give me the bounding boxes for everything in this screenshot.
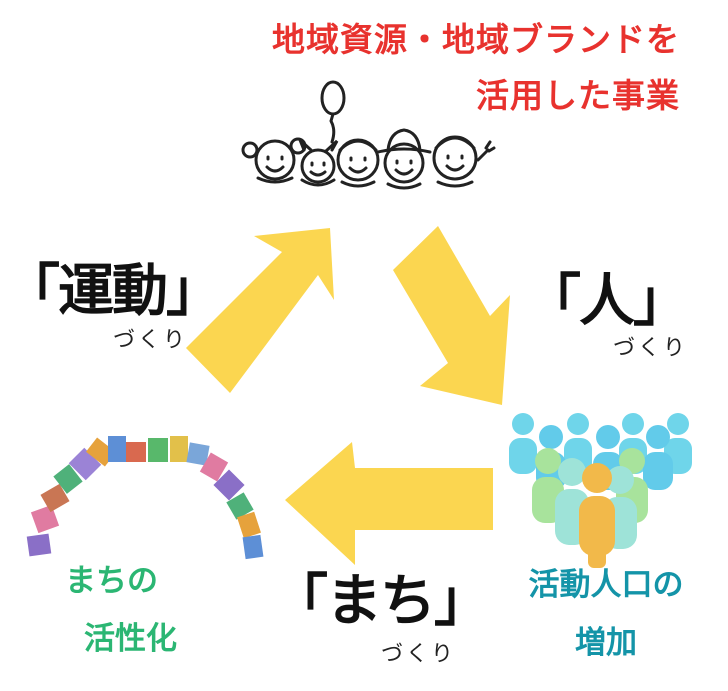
outcome-left-line-1: まちの xyxy=(65,563,158,599)
undo-sub-label: づくり xyxy=(113,328,189,353)
children-illustration xyxy=(241,80,496,190)
arrow-down-right xyxy=(393,226,510,405)
undo-label: 「運動」 xyxy=(4,259,222,324)
arrow-left xyxy=(285,442,493,565)
outcome-right-line-2: 増加 xyxy=(575,625,637,661)
hito-label: 「人」 xyxy=(525,269,689,334)
townscape-arc-icon xyxy=(26,436,264,560)
outcome-right-line-1: 活動人口の xyxy=(528,567,684,603)
machi-label: 「まち」 xyxy=(272,569,490,634)
outcome-left-line-2: 活性化 xyxy=(84,621,177,657)
hito-sub-label: づくり xyxy=(613,336,689,361)
arrow-up-right xyxy=(186,228,334,393)
title-line-1: 地域資源・地域ブランドを xyxy=(272,20,680,59)
people-crowd-icon xyxy=(509,413,692,568)
title-line-2: 活用した事業 xyxy=(476,76,680,115)
machi-sub-label: づくり xyxy=(381,642,457,667)
